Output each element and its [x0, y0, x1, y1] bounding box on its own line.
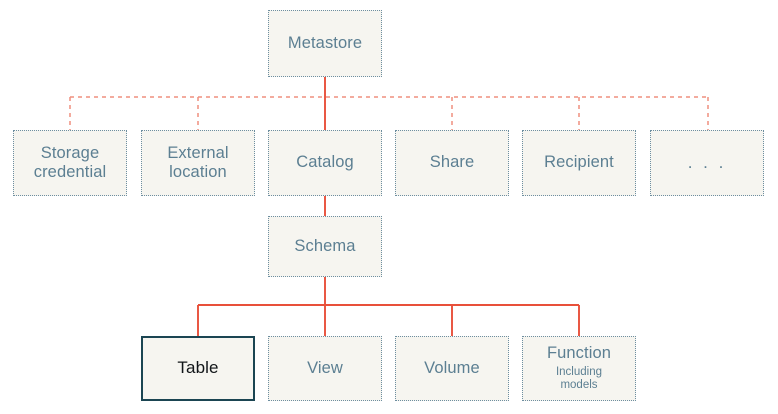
node-view[interactable]: View [268, 336, 382, 401]
node-function-label: Function [546, 344, 612, 363]
node-external-location[interactable]: External location [141, 130, 255, 196]
node-catalog[interactable]: Catalog [268, 130, 382, 196]
node-table-label: Table [177, 358, 219, 378]
node-schema[interactable]: Schema [268, 216, 382, 277]
node-storage-credential[interactable]: Storage credential [13, 130, 127, 196]
node-more[interactable]: . . . [650, 130, 764, 196]
node-function[interactable]: Function Including models [522, 336, 636, 401]
node-share[interactable]: Share [395, 130, 509, 196]
node-volume-label: Volume [424, 358, 480, 377]
node-catalog-label: Catalog [296, 153, 354, 172]
node-function-subtitle: Including models [555, 365, 603, 392]
node-more-label: . . . [687, 152, 727, 172]
node-recipient-label: Recipient [544, 153, 614, 172]
node-table[interactable]: Table [141, 336, 255, 401]
node-storage-credential-label: Storage credential [33, 143, 107, 181]
node-metastore-label: Metastore [287, 33, 363, 52]
node-view-label: View [307, 358, 343, 377]
node-metastore[interactable]: Metastore [268, 10, 382, 77]
node-schema-label: Schema [294, 236, 356, 255]
node-external-location-label: External location [167, 143, 229, 181]
node-volume[interactable]: Volume [395, 336, 509, 401]
node-recipient[interactable]: Recipient [522, 130, 636, 196]
node-share-label: Share [429, 153, 475, 172]
